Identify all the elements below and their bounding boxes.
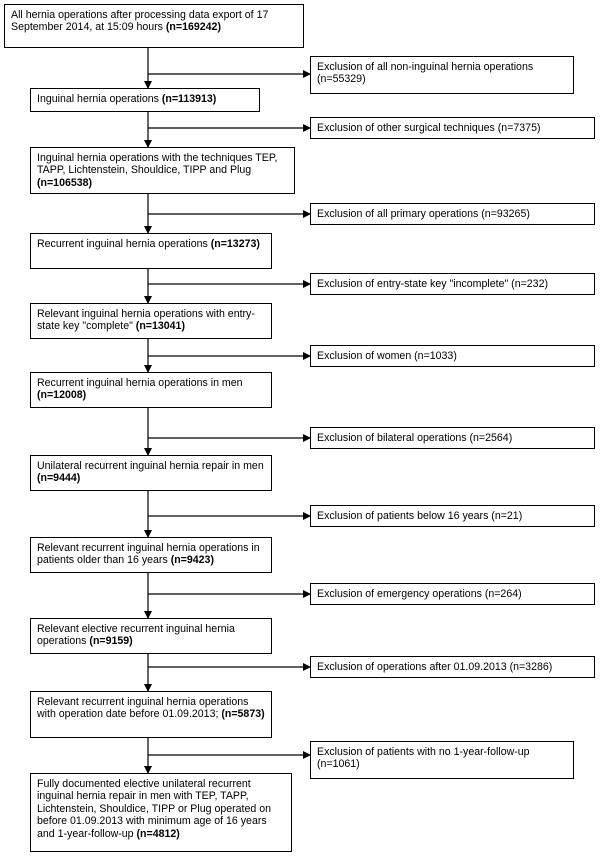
step-box-5: Relevant inguinal hernia operations with… xyxy=(30,303,272,339)
exclusion-box-8: Exclusion of emergency operations (n=264… xyxy=(310,583,595,605)
step-count: (n=13041) xyxy=(135,320,185,333)
step-text: Relevant recurrent inguinal hernia opera… xyxy=(37,542,260,567)
step-text: All hernia operations after processing d… xyxy=(11,9,269,34)
step-count: (n=12008) xyxy=(37,389,87,402)
step-text: Relevant recurrent inguinal hernia opera… xyxy=(37,696,249,721)
step-count: (n=13273) xyxy=(210,238,260,250)
step-box-8: Relevant recurrent inguinal hernia opera… xyxy=(30,537,272,573)
step-count: (n=113913) xyxy=(161,93,217,105)
step-text: Recurrent inguinal hernia operations xyxy=(37,238,211,250)
step-box-7: Unilateral recurrent inguinal hernia rep… xyxy=(30,455,272,491)
step-text: Fully documented elective unilateral rec… xyxy=(37,778,272,840)
step-count: (n=4812) xyxy=(136,827,180,840)
step-text: Recurrent inguinal hernia operations in … xyxy=(37,377,243,389)
step-box-1: All hernia operations after processing d… xyxy=(4,4,304,48)
step-box-11: Fully documented elective unilateral rec… xyxy=(30,773,292,852)
exclusion-box-2: Exclusion of other surgical techniques (… xyxy=(310,117,595,139)
step-box-10: Relevant recurrent inguinal hernia opera… xyxy=(30,691,272,738)
exclusion-box-10: Exclusion of patients with no 1-year-fol… xyxy=(310,741,574,779)
exclusion-box-4: Exclusion of entry-state key "incomplete… xyxy=(310,273,595,295)
step-count: (n=5873) xyxy=(221,708,265,721)
step-box-2: Inguinal hernia operations (n=113913) xyxy=(30,88,260,112)
step-count: (n=9159) xyxy=(89,635,133,648)
exclusion-box-9: Exclusion of operations after 01.09.2013… xyxy=(310,656,595,678)
exclusion-box-6: Exclusion of bilateral operations (n=256… xyxy=(310,427,595,449)
step-count: (n=169242) xyxy=(165,21,221,34)
step-count: (n=9423) xyxy=(170,554,214,567)
step-text: Unilateral recurrent inguinal hernia rep… xyxy=(37,460,264,472)
exclusion-box-7: Exclusion of patients below 16 years (n=… xyxy=(310,505,595,527)
exclusion-box-5: Exclusion of women (n=1033) xyxy=(310,345,595,367)
step-box-9: Relevant elective recurrent inguinal her… xyxy=(30,618,272,654)
step-text: Inguinal hernia operations with the tech… xyxy=(37,152,278,177)
step-text: Relevant elective recurrent inguinal her… xyxy=(37,623,235,648)
step-count: (n=9444) xyxy=(37,472,81,485)
step-box-4: Recurrent inguinal hernia operations (n=… xyxy=(30,233,272,269)
step-box-3: Inguinal hernia operations with the tech… xyxy=(30,147,295,194)
exclusion-box-3: Exclusion of all primary operations (n=9… xyxy=(310,203,595,225)
exclusion-box-1: Exclusion of all non-inguinal hernia ope… xyxy=(310,56,574,94)
step-text: Inguinal hernia operations xyxy=(37,93,162,105)
step-box-6: Recurrent inguinal hernia operations in … xyxy=(30,372,272,408)
step-count: (n=106538) xyxy=(37,176,93,189)
step-text: Relevant inguinal hernia operations with… xyxy=(37,308,255,333)
